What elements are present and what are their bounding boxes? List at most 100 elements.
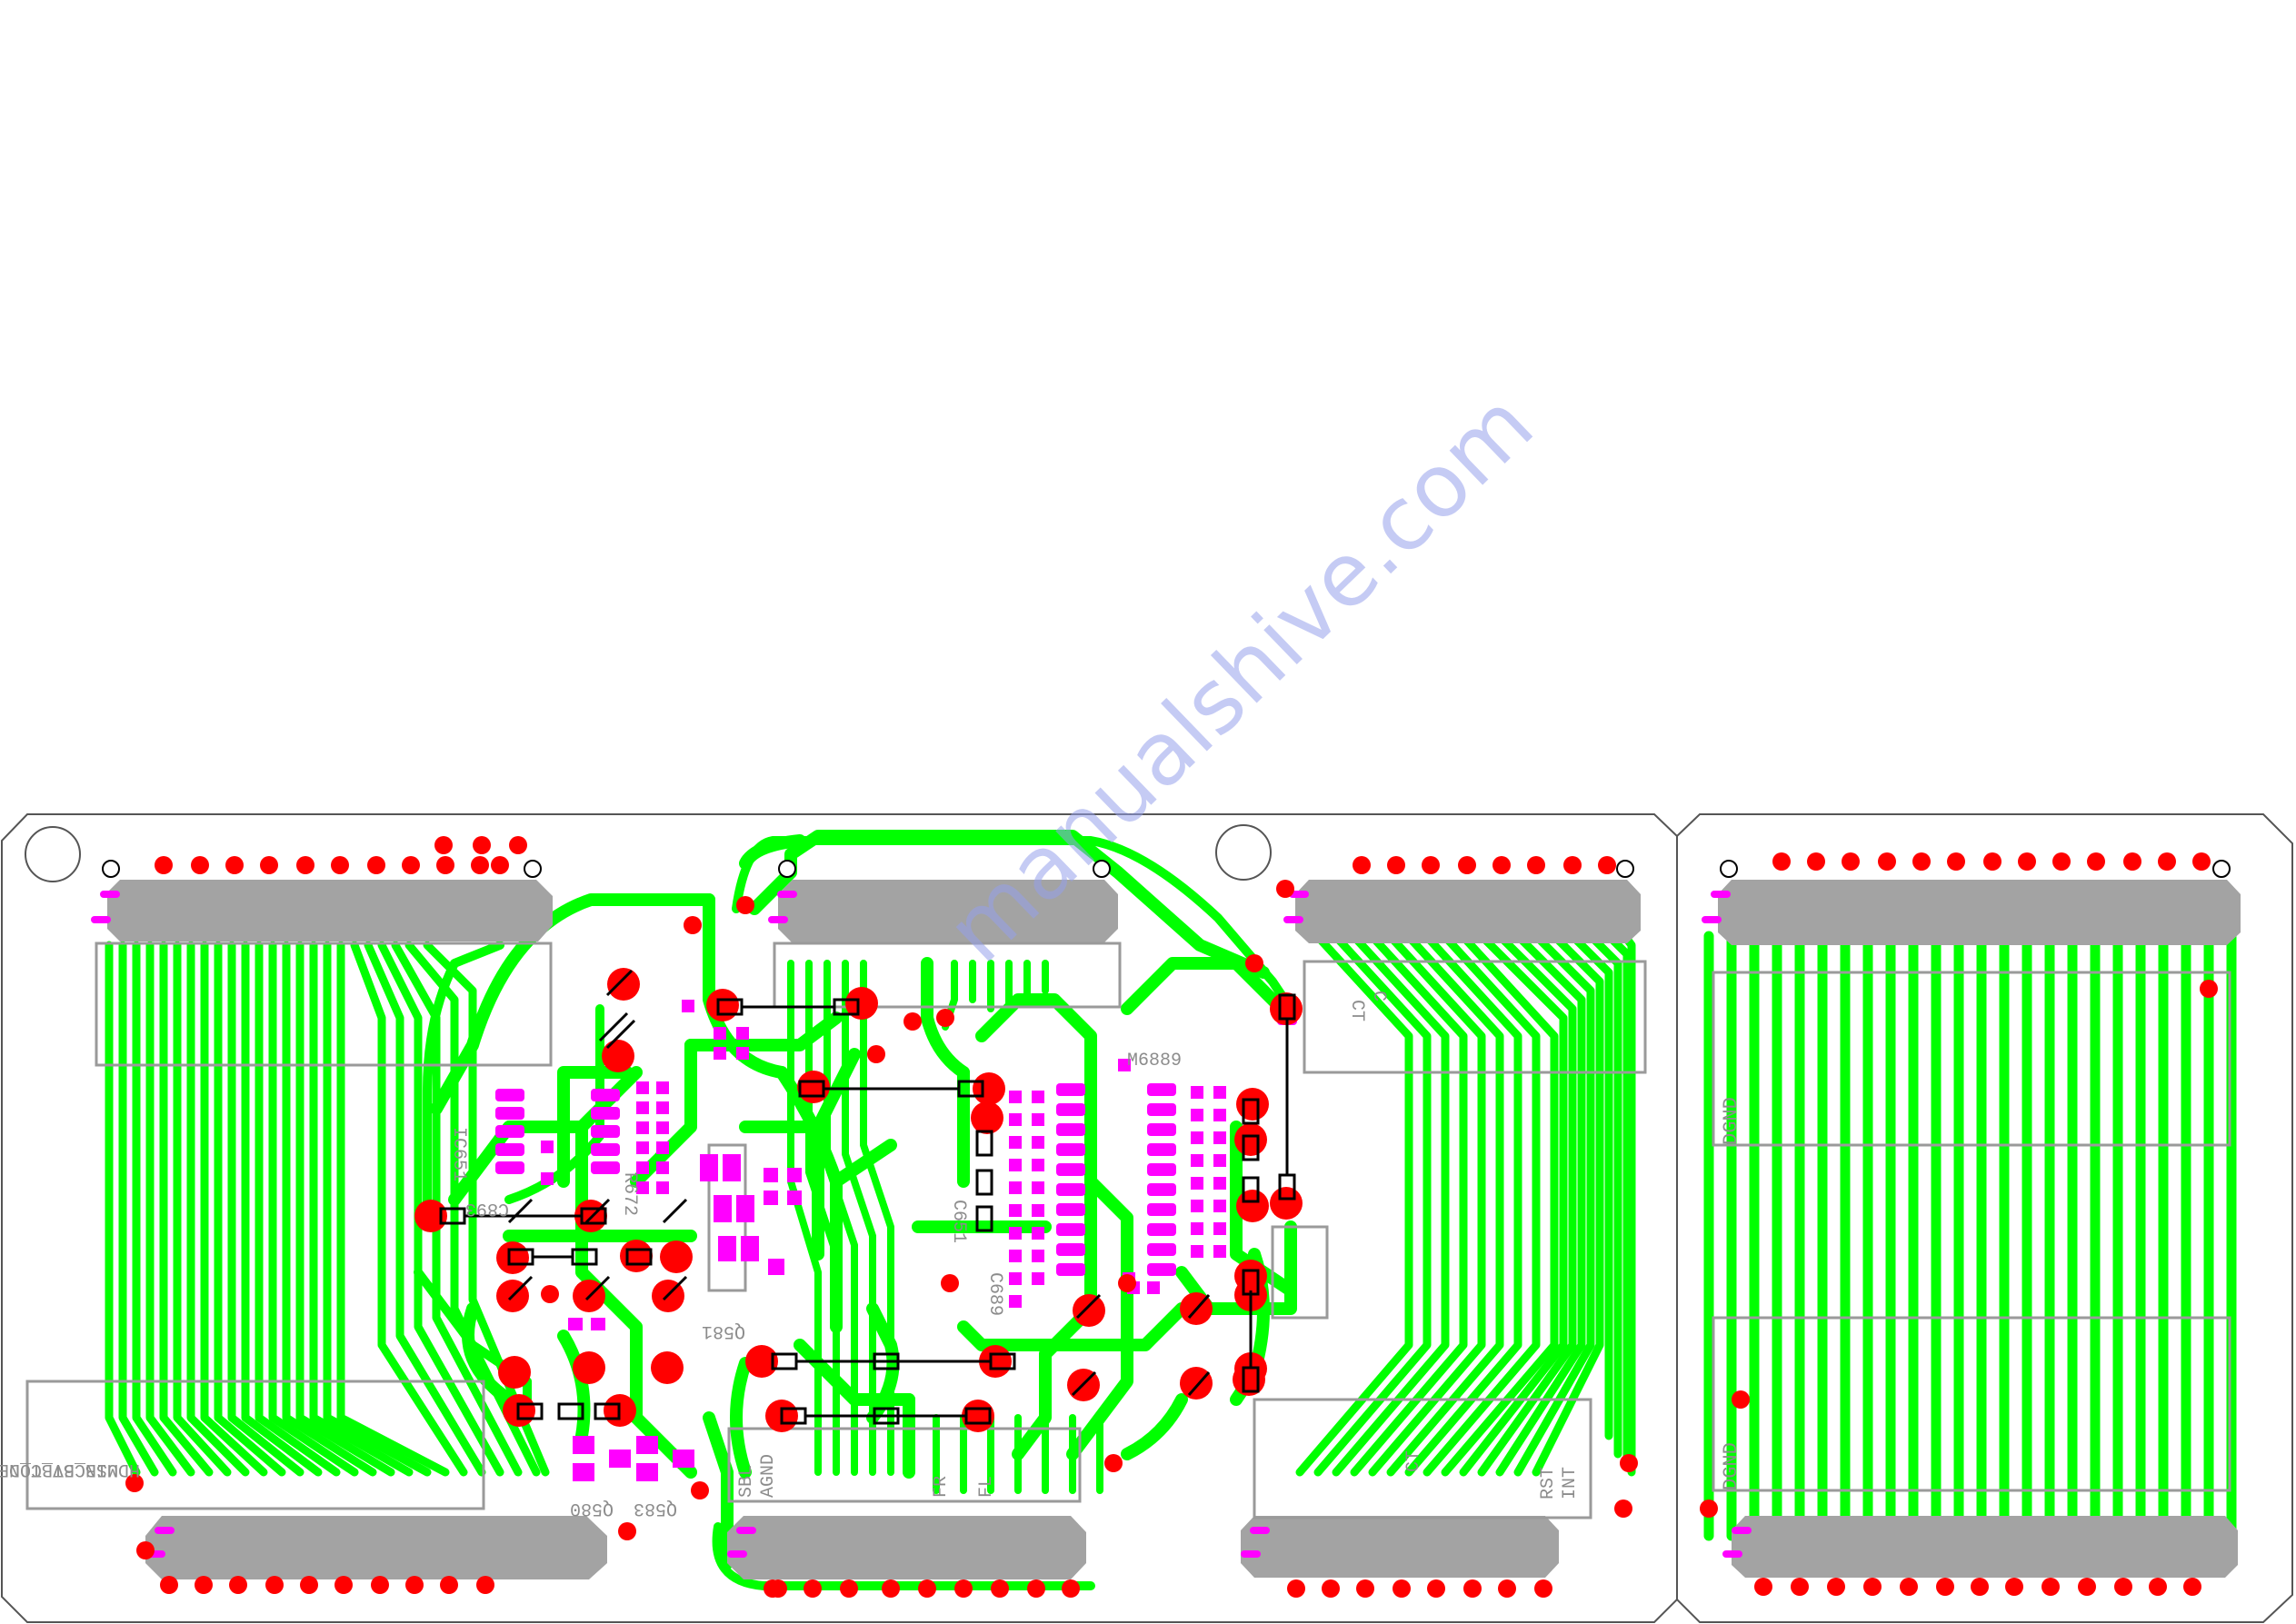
via-pad bbox=[804, 1579, 822, 1598]
via-pad bbox=[764, 1579, 782, 1598]
via-pad bbox=[1983, 852, 2002, 871]
via-pad bbox=[903, 1012, 922, 1031]
via-pad bbox=[1842, 852, 1860, 871]
label-ic651: IC651 bbox=[448, 1127, 469, 1181]
label-nc: NC bbox=[75, 1459, 96, 1480]
via-pad bbox=[936, 1009, 954, 1027]
via-pad bbox=[405, 1576, 424, 1594]
label-c689: C689 bbox=[984, 1272, 1005, 1316]
label-q580: Q580 bbox=[570, 1498, 614, 1519]
via-pad bbox=[2078, 1578, 2096, 1596]
connector-far-right-top bbox=[1718, 880, 2241, 945]
label-q583: Q583 bbox=[634, 1498, 677, 1519]
via-pad bbox=[1947, 852, 1965, 871]
component-pad bbox=[973, 1072, 1005, 1105]
component-pad bbox=[1180, 1367, 1213, 1400]
via-pad bbox=[1791, 1578, 1809, 1596]
label-r672: R672 bbox=[619, 1172, 640, 1216]
connector-bottom-right bbox=[1241, 1516, 1559, 1578]
via-pad bbox=[1393, 1579, 1411, 1598]
label-ct-bottom: CT bbox=[1403, 1450, 1424, 1472]
via-pad bbox=[954, 1579, 973, 1598]
via-pad bbox=[618, 1522, 636, 1540]
via-pad bbox=[300, 1576, 318, 1594]
via-pad bbox=[1598, 856, 1616, 874]
via-pad bbox=[1732, 1390, 1750, 1409]
via-pad bbox=[1936, 1578, 1954, 1596]
via-pad bbox=[1620, 1454, 1638, 1472]
via-pad bbox=[736, 896, 754, 914]
via-pad bbox=[1971, 1578, 1989, 1596]
via-pad bbox=[1900, 1578, 1918, 1596]
via-pad bbox=[191, 856, 209, 874]
component-pad bbox=[1270, 1187, 1303, 1220]
through-hole-pads bbox=[125, 836, 2218, 1598]
component-pad bbox=[797, 1071, 830, 1103]
component-pad bbox=[496, 1241, 529, 1274]
via-pad bbox=[136, 1541, 155, 1559]
label-dgnd-bottom: DGND bbox=[1720, 1442, 1742, 1490]
via-pad bbox=[941, 1274, 959, 1292]
component-pad bbox=[1073, 1294, 1105, 1327]
via-pad bbox=[1700, 1499, 1718, 1518]
mounting-holes bbox=[102, 860, 2231, 878]
board-outline bbox=[1, 813, 2293, 1623]
via-pad bbox=[155, 856, 173, 874]
via-pad bbox=[160, 1576, 178, 1594]
via-pad bbox=[2041, 1578, 2060, 1596]
via-pad bbox=[1498, 1579, 1516, 1598]
via-pad bbox=[1878, 852, 1896, 871]
label-sbl: SBL bbox=[736, 1465, 757, 1498]
via-pad bbox=[1912, 852, 1931, 871]
via-pad bbox=[1276, 880, 1294, 898]
via-pad bbox=[1356, 1579, 1374, 1598]
label-usb-5v: USB_5V bbox=[53, 1459, 118, 1480]
via-pad bbox=[918, 1579, 936, 1598]
component-pad bbox=[607, 968, 640, 1001]
via-pad bbox=[1322, 1579, 1340, 1598]
component-pad bbox=[660, 1240, 693, 1273]
component-outlines bbox=[439, 969, 1296, 1425]
via-pad bbox=[1104, 1454, 1123, 1472]
via-pad bbox=[265, 1576, 284, 1594]
connector-bodies bbox=[107, 880, 2241, 1579]
via-pad bbox=[1287, 1579, 1305, 1598]
label-agnd: AGND bbox=[758, 1454, 779, 1498]
via-pad bbox=[991, 1579, 1009, 1598]
via-pad bbox=[2052, 852, 2071, 871]
label-c: C bbox=[1368, 991, 1389, 1001]
via-pad bbox=[491, 856, 509, 874]
component-pad bbox=[745, 1345, 778, 1378]
label-hdmi: HDMI bbox=[96, 1459, 140, 1480]
connector-bottom-left bbox=[145, 1516, 607, 1579]
label-fl: FL bbox=[976, 1476, 997, 1498]
via-pad bbox=[1422, 856, 1440, 874]
via-pad bbox=[125, 1474, 144, 1492]
via-pad bbox=[2018, 852, 2036, 871]
via-pad bbox=[371, 1576, 389, 1594]
via-pad bbox=[1062, 1579, 1080, 1598]
via-pad bbox=[1027, 1579, 1045, 1598]
component-pad bbox=[845, 987, 878, 1020]
smd-pads bbox=[91, 891, 1752, 1558]
component-pad bbox=[971, 1101, 1003, 1134]
via-pad bbox=[867, 1045, 885, 1063]
via-pad bbox=[1563, 856, 1582, 874]
via-pad bbox=[1492, 856, 1511, 874]
label-ct: CT bbox=[1346, 1000, 1367, 1021]
component-pad bbox=[414, 1200, 447, 1232]
via-pad bbox=[1772, 852, 1791, 871]
via-pad bbox=[476, 1576, 494, 1594]
component-pad bbox=[706, 989, 739, 1021]
label-int: INT bbox=[1560, 1467, 1581, 1499]
component-pad bbox=[620, 1240, 653, 1272]
via-pad bbox=[296, 856, 314, 874]
via-pad bbox=[2087, 852, 2105, 871]
silkscreen-outlines bbox=[25, 942, 2231, 1519]
via-pad bbox=[1827, 1578, 1845, 1596]
label-rst: RST bbox=[1538, 1467, 1559, 1499]
component-pad bbox=[498, 1356, 531, 1389]
connector-top-right bbox=[1295, 880, 1641, 943]
via-pad bbox=[1118, 1274, 1136, 1292]
via-pad bbox=[1353, 856, 1371, 874]
